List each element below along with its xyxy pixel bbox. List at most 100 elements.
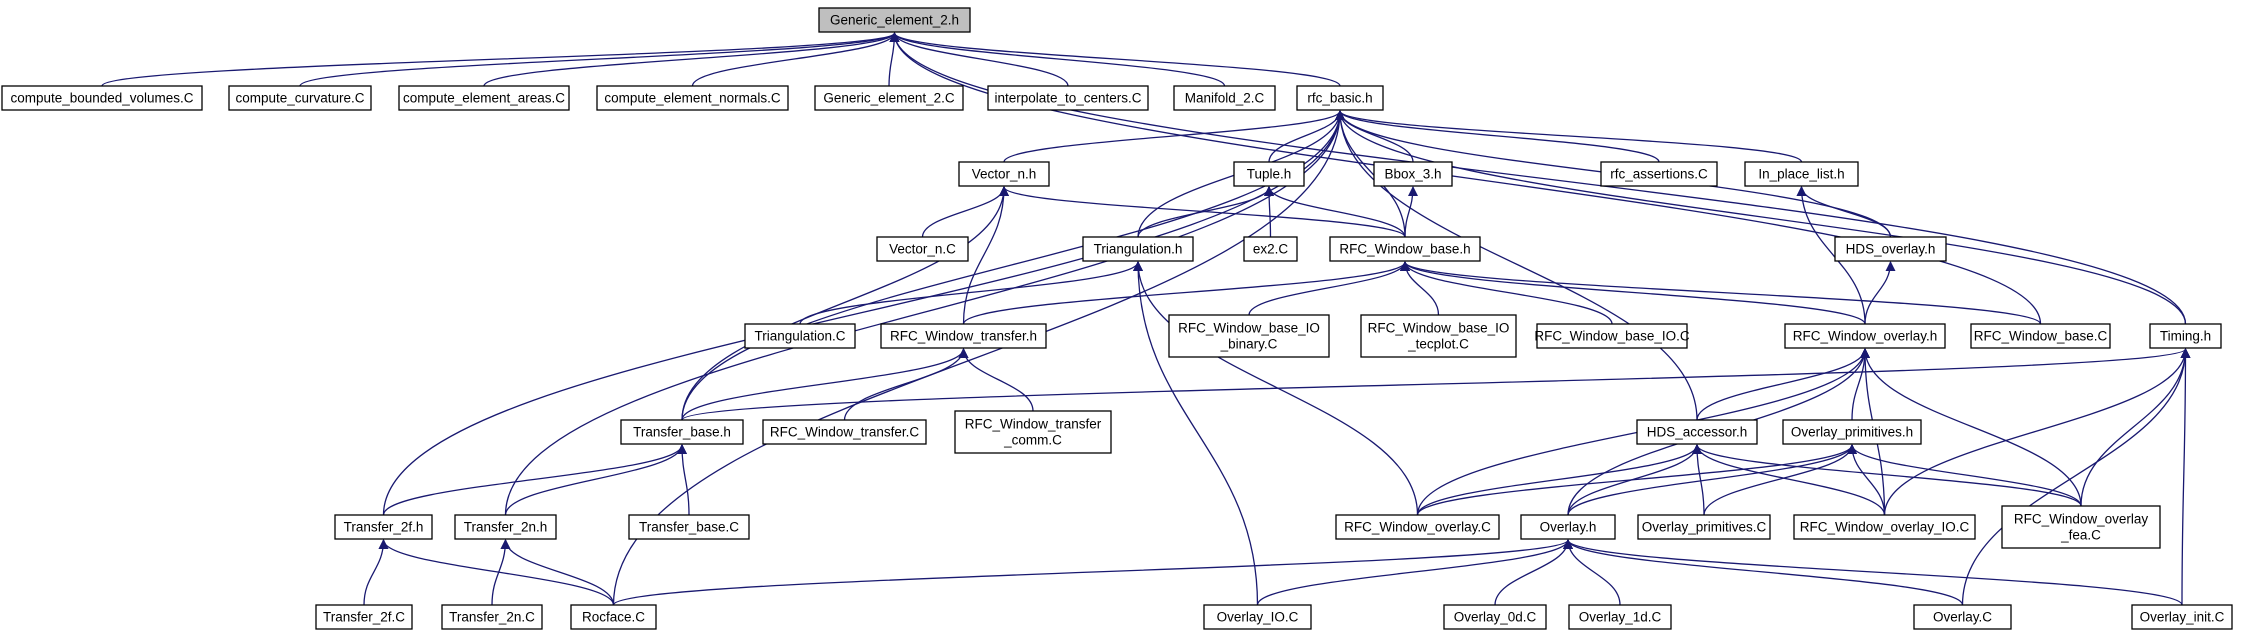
node-ov_init[interactable]: Overlay_init.C	[2131, 604, 2233, 630]
edge-tb_h-to-rfc_basic	[681, 110, 1345, 421]
node-label: Transfer_base.C	[639, 520, 739, 535]
node-ov_io[interactable]: Overlay_IO.C	[1203, 604, 1312, 630]
node-label: Generic_element_2.h	[830, 13, 959, 28]
node-timing[interactable]: Timing.h	[2149, 323, 2222, 349]
node-box	[954, 410, 1112, 454]
node-t2n_c[interactable]: Transfer_2n.C	[441, 604, 543, 630]
node-box	[228, 85, 372, 111]
node-generic_h[interactable]: Generic_element_2.h	[818, 7, 971, 33]
edge-rwt_h-to-vector_h	[962, 186, 1009, 325]
node-generic_c[interactable]: Generic_element_2.C	[814, 85, 964, 111]
node-label: compute_element_areas.C	[403, 91, 565, 106]
edge-rwo_fea-to-hds_acc	[1692, 444, 2082, 507]
node-rwo_fea[interactable]: RFC_Window_overlay_fea.C	[2001, 505, 2161, 549]
node-label: Transfer_base.h	[633, 425, 731, 440]
node-ovp_c[interactable]: Overlay_primitives.C	[1637, 514, 1771, 540]
node-label: RFC_Window_base_IO.C	[1534, 329, 1690, 344]
node-tri_c[interactable]: Triangulation.C	[744, 323, 856, 349]
node-cbv[interactable]: compute_bounded_volumes.C	[1, 85, 203, 111]
node-rfc_assert[interactable]: rfc_assertions.C	[1600, 161, 1718, 187]
edge-itc-to-generic_h	[889, 32, 1069, 87]
node-rwt_c[interactable]: RFC_Window_transfer.C	[762, 419, 927, 445]
edge-ovp_c-to-ovp_h	[1703, 444, 1857, 516]
node-label: Overlay.C	[1933, 610, 1992, 625]
node-rwb_io_c[interactable]: RFC_Window_base_IO.C	[1534, 323, 1690, 349]
edge-hds_ov-to-inplace	[1796, 186, 1892, 238]
node-box	[1637, 514, 1771, 540]
node-bbox[interactable]: Bbox_3.h	[1373, 161, 1453, 187]
edge-ex2-to-tuple_h	[1264, 186, 1275, 238]
node-ovp_h[interactable]: Overlay_primitives.h	[1782, 419, 1922, 445]
node-cen[interactable]: compute_element_normals.C	[596, 85, 789, 111]
node-ccurv[interactable]: compute_curvature.C	[228, 85, 372, 111]
node-vector_h[interactable]: Vector_n.h	[958, 161, 1050, 187]
edge-t2n_h-to-tb_h	[504, 444, 687, 516]
edge-tb_c-to-tb_h	[677, 444, 690, 516]
node-box	[1082, 236, 1194, 262]
node-ov_0d[interactable]: Overlay_0d.C	[1443, 604, 1547, 630]
node-rwt_h[interactable]: RFC_Window_transfer.h	[880, 323, 1047, 349]
node-ov_c[interactable]: Overlay.C	[1913, 604, 2012, 630]
node-rwo_h[interactable]: RFC_Window_overlay.h	[1784, 323, 1946, 349]
node-vector_c[interactable]: Vector_n.C	[876, 236, 969, 262]
node-box	[1636, 419, 1758, 445]
node-rwb_h[interactable]: RFC_Window_base.h	[1329, 236, 1481, 262]
node-box	[987, 85, 1149, 111]
edge-rwo_io-to-timing	[1883, 348, 2191, 516]
node-inplace[interactable]: In_place_list.h	[1744, 161, 1859, 187]
node-box	[880, 323, 1047, 349]
node-box	[814, 85, 964, 111]
node-t2f_c[interactable]: Transfer_2f.C	[315, 604, 413, 630]
edge-ccurv-to-generic_h	[299, 32, 900, 87]
edge-tb_h-to-vector_h	[681, 186, 1009, 421]
edge-t2f_c-to-t2f_h	[363, 539, 389, 606]
node-label: In_place_list.h	[1758, 167, 1844, 182]
node-cea[interactable]: compute_element_areas.C	[398, 85, 570, 111]
node-t2n_h[interactable]: Transfer_2n.h	[454, 514, 557, 540]
node-label: Overlay_primitives.h	[1791, 425, 1913, 440]
node-rwo_io[interactable]: RFC_Window_overlay_IO.C	[1793, 514, 1976, 540]
node-manifold[interactable]: Manifold_2.C	[1173, 85, 1276, 111]
node-box	[1970, 323, 2111, 349]
node-box	[454, 514, 557, 540]
node-label: Transfer_2n.C	[449, 610, 535, 625]
node-rwb_io_bin[interactable]: RFC_Window_base_IO_binary.C	[1168, 314, 1330, 358]
node-rwo_c[interactable]: RFC_Window_overlay.C	[1335, 514, 1500, 540]
edge-timing-to-rfc_basic	[1335, 110, 2187, 325]
node-box	[1335, 514, 1500, 540]
node-rwb_c[interactable]: RFC_Window_base.C	[1970, 323, 2111, 349]
node-label: RFC_Window_overlay_IO.C	[1800, 520, 1970, 535]
node-tb_c[interactable]: Transfer_base.C	[628, 514, 750, 540]
edge-inplace-to-rfc_basic	[1335, 110, 1803, 163]
node-rfc_basic[interactable]: rfc_basic.h	[1296, 85, 1384, 111]
node-label: Transfer_2n.h	[464, 520, 548, 535]
node-box	[2131, 604, 2233, 630]
node-ov_1d[interactable]: Overlay_1d.C	[1568, 604, 1672, 630]
node-tuple_h[interactable]: Tuple.h	[1233, 161, 1305, 187]
node-box	[1329, 236, 1481, 262]
node-label: Tuple.h	[1247, 167, 1292, 182]
node-rocface[interactable]: Rocface.C	[570, 604, 657, 630]
node-itc[interactable]: interpolate_to_centers.C	[987, 85, 1149, 111]
node-box	[1568, 604, 1672, 630]
node-tb_h[interactable]: Transfer_base.h	[620, 419, 744, 445]
node-box	[1834, 236, 1947, 262]
node-label: rfc_assertions.C	[1610, 167, 1708, 182]
node-label: RFC_Window_transfer.h	[890, 329, 1037, 344]
edge-cea-to-generic_h	[483, 32, 900, 87]
node-box	[1520, 514, 1616, 540]
node-box	[2001, 505, 2161, 549]
node-rwb_io_tec[interactable]: RFC_Window_base_IO_tecplot.C	[1360, 314, 1517, 358]
node-ex2[interactable]: ex2.C	[1243, 236, 1298, 262]
edge-rwb_io_tec-to-rwb_h	[1400, 261, 1440, 316]
node-ov_h[interactable]: Overlay.h	[1520, 514, 1616, 540]
node-tri_h[interactable]: Triangulation.h	[1082, 236, 1194, 262]
node-label: HDS_accessor.h	[1647, 425, 1748, 440]
edge-manifold-to-generic_h	[889, 32, 1226, 87]
node-box	[596, 85, 789, 111]
node-hds_acc[interactable]: HDS_accessor.h	[1636, 419, 1758, 445]
edge-rwb_h-to-bbox	[1404, 186, 1418, 238]
node-rwt_comm[interactable]: RFC_Window_transfer_comm.C	[954, 410, 1112, 454]
node-t2f_h[interactable]: Transfer_2f.h	[334, 514, 433, 540]
node-hds_ov[interactable]: HDS_overlay.h	[1834, 236, 1947, 262]
